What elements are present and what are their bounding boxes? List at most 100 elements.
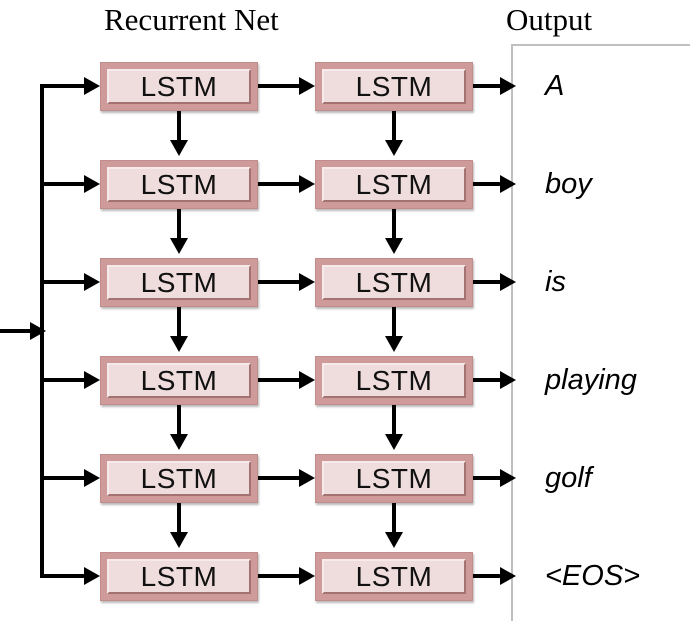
interlayer-line-r5 (258, 476, 307, 480)
output-arrowhead-r5 (500, 469, 516, 487)
lstm-cell-label: LSTM (355, 70, 433, 102)
lstm-cell-r6-c1[interactable]: LSTM (100, 552, 258, 601)
lstm-cell-inner: LSTM (107, 167, 251, 202)
lstm-cell-label: LSTM (140, 70, 218, 102)
recurrent-line-c1-r5-r6 (177, 503, 181, 536)
recurrent-arrowhead-c2-r1-r2 (385, 140, 403, 156)
recurrent-line-c1-r4-r5 (177, 405, 181, 438)
lstm-cell-r6-c2[interactable]: LSTM (315, 552, 473, 601)
interlayer-arrowhead-r6 (299, 567, 315, 585)
interlayer-line-r3 (258, 280, 307, 284)
recurrent-arrowhead-c2-r5-r6 (385, 532, 403, 548)
output-line-r3 (473, 280, 512, 284)
output-line-r2 (473, 182, 512, 186)
lstm-cell-inner: LSTM (107, 461, 251, 496)
output-word-5: golf (545, 462, 592, 494)
recurrent-line-c2-r4-r5 (392, 405, 396, 438)
lstm-cell-label: LSTM (140, 168, 218, 200)
lstm-cell-inner: LSTM (322, 167, 466, 202)
output-word-4: playing (545, 364, 637, 396)
recurrent-line-c1-r2-r3 (177, 209, 181, 242)
interlayer-arrowhead-r1 (299, 77, 315, 95)
interlayer-line-r6 (258, 574, 307, 578)
lstm-cell-r1-c1[interactable]: LSTM (100, 62, 258, 111)
output-panel-border (511, 44, 690, 621)
output-line-r5 (473, 476, 512, 480)
output-line-r6 (473, 574, 512, 578)
output-word-6: <EOS> (545, 560, 641, 592)
lstm-cell-label: LSTM (355, 462, 433, 494)
output-arrowhead-r6 (500, 567, 516, 585)
lstm-cell-inner: LSTM (107, 559, 251, 594)
output-arrowhead-r1 (500, 77, 516, 95)
lstm-cell-r5-c2[interactable]: LSTM (315, 454, 473, 503)
recurrent-arrowhead-c1-r4-r5 (170, 434, 188, 450)
recurrent-arrowhead-c1-r2-r3 (170, 238, 188, 254)
bus-branch-row-1 (40, 84, 92, 88)
lstm-cell-label: LSTM (140, 462, 218, 494)
recurrent-line-c2-r5-r6 (392, 503, 396, 536)
page-title-output: Output (506, 2, 593, 37)
lstm-cell-label: LSTM (140, 266, 218, 298)
recurrent-line-c2-r1-r2 (392, 111, 396, 144)
lstm-cell-r2-c2[interactable]: LSTM (315, 160, 473, 209)
output-word-1: A (545, 70, 565, 102)
page-title-recurrent-net: Recurrent Net (104, 2, 279, 37)
lstm-cell-label: LSTM (355, 364, 433, 396)
output-word-3: is (545, 266, 566, 298)
lstm-cell-label: LSTM (140, 560, 218, 592)
input-bus-vertical-line (40, 85, 44, 577)
bus-branch-row-4 (40, 378, 92, 382)
lstm-cell-inner: LSTM (322, 461, 466, 496)
recurrent-line-c1-r3-r4 (177, 307, 181, 340)
output-word-2: boy (545, 168, 592, 200)
recurrent-line-c2-r3-r4 (392, 307, 396, 340)
recurrent-line-c1-r1-r2 (177, 111, 181, 144)
lstm-cell-label: LSTM (355, 266, 433, 298)
output-arrowhead-r3 (500, 273, 516, 291)
interlayer-line-r2 (258, 182, 307, 186)
recurrent-arrowhead-c1-r3-r4 (170, 336, 188, 352)
input-bus-incoming-line (0, 329, 44, 333)
interlayer-arrowhead-r4 (299, 371, 315, 389)
lstm-cell-inner: LSTM (322, 265, 466, 300)
lstm-cell-inner: LSTM (322, 363, 466, 398)
interlayer-arrowhead-r3 (299, 273, 315, 291)
bus-branch-row-3 (40, 280, 92, 284)
lstm-cell-inner: LSTM (322, 69, 466, 104)
interlayer-arrowhead-r2 (299, 175, 315, 193)
bus-branch-row-6 (40, 574, 92, 578)
interlayer-line-r4 (258, 378, 307, 382)
lstm-cell-r5-c1[interactable]: LSTM (100, 454, 258, 503)
interlayer-line-r1 (258, 84, 307, 88)
bus-branch-arrowhead-row-6 (84, 567, 100, 585)
interlayer-arrowhead-r5 (299, 469, 315, 487)
lstm-cell-inner: LSTM (107, 363, 251, 398)
bus-branch-arrowhead-row-2 (84, 175, 100, 193)
recurrent-arrowhead-c1-r5-r6 (170, 532, 188, 548)
lstm-cell-label: LSTM (355, 560, 433, 592)
lstm-cell-r3-c1[interactable]: LSTM (100, 258, 258, 307)
recurrent-arrowhead-c2-r4-r5 (385, 434, 403, 450)
lstm-cell-r4-c2[interactable]: LSTM (315, 356, 473, 405)
lstm-cell-label: LSTM (355, 168, 433, 200)
bus-branch-arrowhead-row-5 (84, 469, 100, 487)
recurrent-arrowhead-c2-r3-r4 (385, 336, 403, 352)
lstm-cell-r1-c2[interactable]: LSTM (315, 62, 473, 111)
recurrent-line-c2-r2-r3 (392, 209, 396, 242)
bus-branch-arrowhead-row-4 (84, 371, 100, 389)
bus-branch-row-5 (40, 476, 92, 480)
bus-branch-arrowhead-row-3 (84, 273, 100, 291)
output-line-r1 (473, 84, 512, 88)
lstm-cell-inner: LSTM (107, 69, 251, 104)
lstm-cell-r3-c2[interactable]: LSTM (315, 258, 473, 307)
lstm-cell-r4-c1[interactable]: LSTM (100, 356, 258, 405)
output-arrowhead-r4 (500, 371, 516, 389)
lstm-cell-r2-c1[interactable]: LSTM (100, 160, 258, 209)
lstm-cell-inner: LSTM (107, 265, 251, 300)
output-line-r4 (473, 378, 512, 382)
recurrent-arrowhead-c2-r2-r3 (385, 238, 403, 254)
recurrent-arrowhead-c1-r1-r2 (170, 140, 188, 156)
output-arrowhead-r2 (500, 175, 516, 193)
